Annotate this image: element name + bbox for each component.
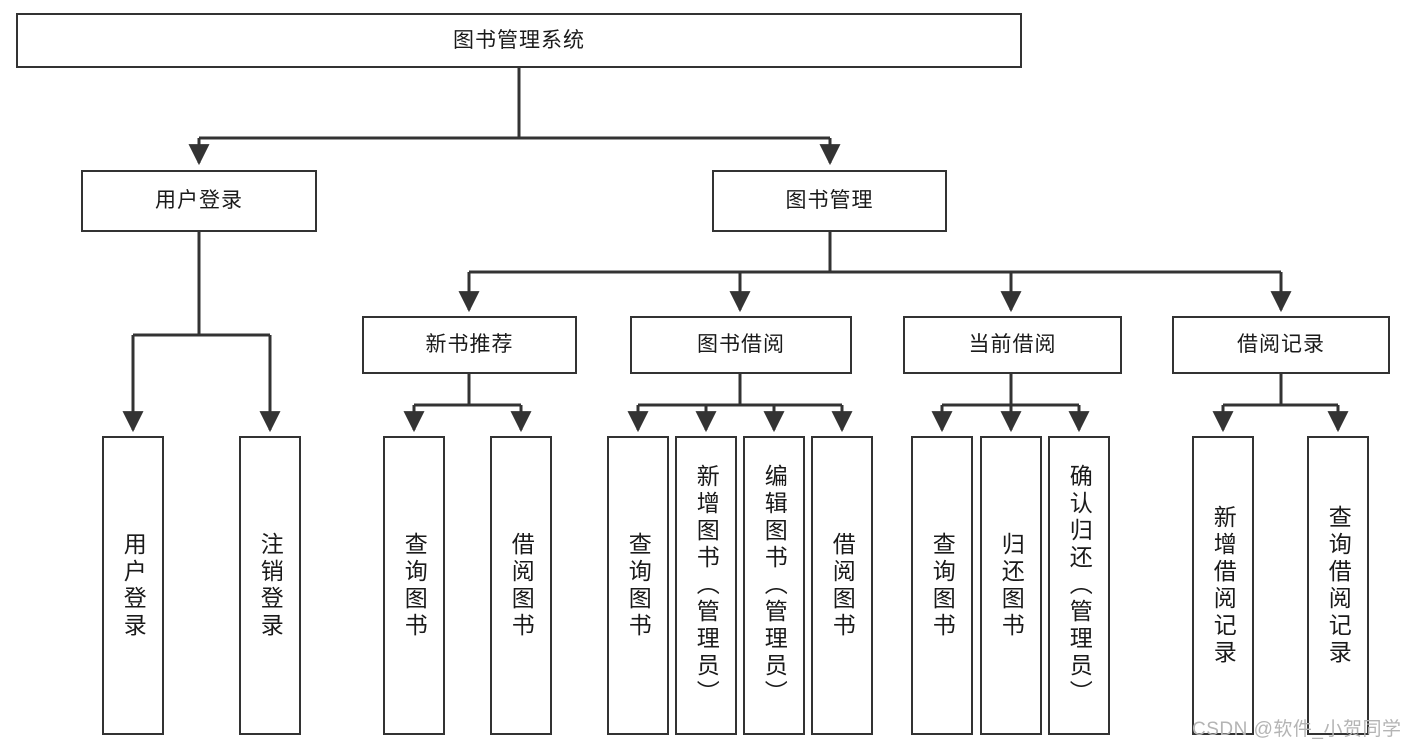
node-label: 查询图书 [625, 531, 652, 640]
leaf-borrow-record-add-record[interactable]: 新增借阅记录 [1192, 436, 1254, 735]
node-label: 注销登录 [257, 531, 284, 640]
leaf-current-borrow-return-book[interactable]: 归还图书 [980, 436, 1042, 735]
leaf-book-borrow-add-book-admin[interactable]: 新增图书（管理员） [675, 436, 737, 735]
leaf-current-borrow-query-book[interactable]: 查询图书 [911, 436, 973, 735]
node-label: 图书管理 [785, 189, 874, 213]
leaf-new-book-borrow-book[interactable]: 借阅图书 [490, 436, 552, 735]
node-book-borrow[interactable]: 图书借阅 [630, 316, 852, 374]
leaf-borrow-record-query-record[interactable]: 查询借阅记录 [1307, 436, 1369, 735]
node-label: 查询图书 [929, 531, 956, 640]
node-label: 新增图书（管理员） [693, 464, 720, 707]
leaf-current-borrow-confirm-return-admin[interactable]: 确认归还（管理员） [1048, 436, 1110, 735]
leaf-book-borrow-query-book[interactable]: 查询图书 [607, 436, 669, 735]
node-label: 借阅记录 [1237, 333, 1325, 357]
node-new-book-recommend[interactable]: 新书推荐 [362, 316, 577, 374]
node-label: 确认归还（管理员） [1066, 464, 1093, 707]
node-label: 归还图书 [998, 531, 1025, 640]
leaf-book-borrow-borrow-book[interactable]: 借阅图书 [811, 436, 873, 735]
node-label: 编辑图书（管理员） [761, 464, 788, 707]
node-current-borrow[interactable]: 当前借阅 [903, 316, 1122, 374]
csdn-watermark: CSDN @软件_小贺同学 [1192, 714, 1401, 741]
node-label: 图书管理系统 [453, 28, 585, 52]
node-root-book-management-system[interactable]: 图书管理系统 [16, 13, 1022, 68]
node-label: 借阅图书 [508, 531, 535, 640]
leaf-book-borrow-edit-book-admin[interactable]: 编辑图书（管理员） [743, 436, 805, 735]
node-borrow-record[interactable]: 借阅记录 [1172, 316, 1390, 374]
node-label: 查询图书 [401, 531, 428, 640]
node-label: 新增借阅记录 [1210, 504, 1237, 667]
node-label: 用户登录 [155, 189, 243, 213]
node-label: 用户登录 [120, 531, 147, 640]
leaf-user-login-login[interactable]: 用户登录 [102, 436, 164, 735]
node-label: 当前借阅 [968, 333, 1057, 357]
watermark-text: CSDN @软件_小贺同学 [1192, 719, 1402, 740]
leaf-new-book-query-book[interactable]: 查询图书 [383, 436, 445, 735]
node-label: 图书借阅 [697, 333, 785, 357]
node-label: 新书推荐 [425, 333, 514, 357]
node-label: 查询借阅记录 [1325, 504, 1352, 667]
node-book-management[interactable]: 图书管理 [712, 170, 947, 232]
node-label: 借阅图书 [829, 531, 856, 640]
leaf-user-login-logout[interactable]: 注销登录 [239, 436, 301, 735]
node-user-login[interactable]: 用户登录 [81, 170, 317, 232]
